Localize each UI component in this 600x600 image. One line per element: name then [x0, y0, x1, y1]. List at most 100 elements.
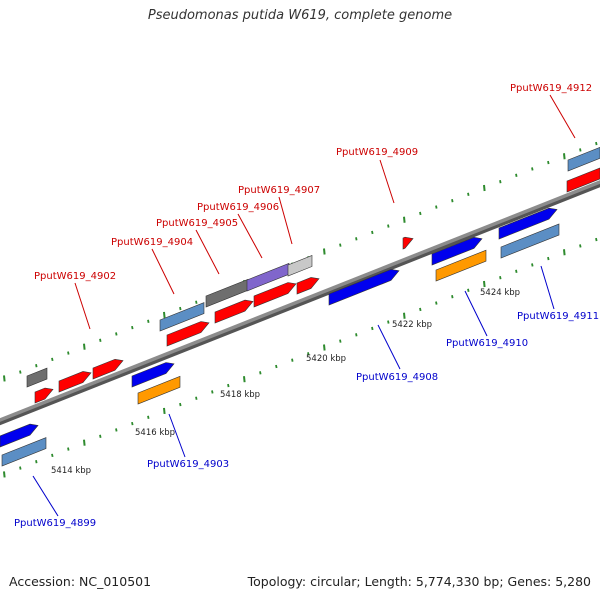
- scale-label: 5420 kbp: [306, 354, 346, 364]
- gene-label: PputW619_4905: [156, 218, 238, 229]
- gene-label: PputW619_4902: [34, 271, 116, 282]
- forward-tick-mark: [163, 311, 166, 319]
- gene-feature: [214, 299, 254, 324]
- gene-feature: [498, 207, 558, 240]
- reverse-tick-mark: [595, 237, 598, 242]
- scale-label: 5418 kbp: [220, 390, 260, 400]
- forward-tick-mark: [563, 153, 566, 160]
- forward-tick-mark: [115, 332, 118, 336]
- gene-label-leader: [195, 229, 220, 275]
- genome-title: Pseudomonas putida W619, complete genome: [147, 8, 453, 23]
- gene-label-leader: [464, 290, 488, 337]
- gene-feature: [34, 387, 54, 404]
- gene-label: PputW619_4899: [14, 518, 96, 529]
- gene-feature: [253, 282, 297, 308]
- forward-tick-mark: [595, 141, 598, 146]
- gene-feature: [26, 367, 48, 388]
- scale-label: 5416 kbp: [135, 428, 175, 438]
- reverse-tick-mark: [387, 320, 390, 324]
- reverse-tick-mark: [323, 344, 326, 351]
- reverse-tick-mark: [419, 307, 422, 312]
- reverse-tick-mark: [83, 439, 86, 446]
- gene-label: PputW619_4910: [446, 338, 528, 349]
- reverse-tick-mark: [307, 352, 310, 356]
- gene-label: PputW619_4909: [336, 147, 418, 158]
- forward-tick-mark: [67, 351, 70, 355]
- reverse-tick-mark: [147, 415, 150, 419]
- gene-feature: [287, 255, 313, 277]
- gene-feature: [435, 249, 487, 282]
- reverse-tick-mark: [67, 447, 70, 451]
- forward-tick-mark: [35, 364, 38, 368]
- reverse-tick-mark: [563, 249, 566, 256]
- gene-label-leader: [377, 324, 401, 370]
- reverse-tick-mark: [259, 371, 262, 375]
- forward-tick-mark: [323, 248, 326, 255]
- genome-backbone: [0, 180, 600, 422]
- reverse-tick-mark: [403, 312, 406, 319]
- gene-feature: [0, 423, 39, 448]
- gene-feature: [159, 302, 205, 332]
- reverse-tick-mark: [291, 358, 294, 362]
- scale-label: 5422 kbp: [392, 320, 432, 330]
- gene-label-leader: [379, 159, 395, 204]
- gene-label: PputW619_4911: [517, 311, 599, 322]
- forward-tick-mark: [531, 167, 534, 171]
- gene-feature: [1, 437, 47, 467]
- forward-tick-mark: [51, 357, 54, 362]
- reverse-tick-mark: [579, 244, 582, 248]
- topology-info: Topology: circular; Length: 5,774,330 bp…: [247, 574, 591, 589]
- gene-feature: [328, 269, 400, 306]
- gene-feature: [58, 371, 92, 393]
- reverse-tick-mark: [339, 339, 342, 343]
- scale-label: 5424 kbp: [480, 288, 520, 298]
- forward-tick-mark: [419, 211, 422, 216]
- gene-label-leader: [237, 213, 263, 259]
- reverse-tick-mark: [115, 428, 118, 432]
- gene-label: PputW619_4903: [147, 459, 229, 470]
- gene-feature: [296, 277, 320, 295]
- forward-tick-mark: [483, 184, 486, 192]
- gene-feature: [402, 236, 414, 250]
- gene-label: PputW619_4904: [111, 237, 193, 248]
- reverse-tick-mark: [435, 301, 438, 305]
- forward-tick-mark: [403, 216, 406, 223]
- reverse-tick-mark: [195, 396, 198, 400]
- reverse-tick-mark: [51, 453, 54, 458]
- forward-tick-mark: [3, 375, 6, 382]
- gene-label-leader: [540, 265, 555, 310]
- forward-tick-mark: [147, 319, 150, 323]
- reverse-tick-mark: [371, 326, 374, 331]
- forward-tick-mark: [515, 173, 518, 177]
- reverse-tick-mark: [3, 471, 6, 478]
- gene-label-leader: [278, 196, 293, 245]
- forward-tick-mark: [451, 199, 454, 203]
- gene-label-leader: [151, 248, 175, 295]
- reverse-tick-mark: [211, 390, 214, 394]
- reverse-tick-mark: [355, 333, 358, 337]
- gene-label: PputW619_4906: [197, 202, 279, 213]
- reverse-tick-mark: [163, 407, 166, 415]
- gene-label: PputW619_4912: [510, 83, 592, 94]
- forward-tick-mark: [179, 306, 182, 311]
- reverse-tick-mark: [451, 295, 454, 299]
- reverse-tick-mark: [499, 275, 502, 280]
- gene-label-leader: [168, 413, 186, 458]
- gene-feature: [431, 237, 483, 266]
- forward-tick-mark: [355, 237, 358, 241]
- reverse-tick-mark: [243, 376, 246, 383]
- gene-label: PputW619_4907: [238, 185, 320, 196]
- forward-tick-mark: [547, 160, 550, 165]
- gene-feature: [137, 375, 181, 405]
- reverse-tick-mark: [275, 364, 278, 369]
- forward-tick-mark: [371, 230, 374, 235]
- gene-feature: [500, 223, 560, 259]
- forward-tick-mark: [499, 179, 502, 184]
- reverse-tick-mark: [131, 421, 134, 426]
- gene-feature: [92, 358, 124, 380]
- gene-feature: [567, 146, 600, 172]
- reverse-tick-mark: [483, 280, 486, 288]
- gene-label-leader: [549, 94, 576, 139]
